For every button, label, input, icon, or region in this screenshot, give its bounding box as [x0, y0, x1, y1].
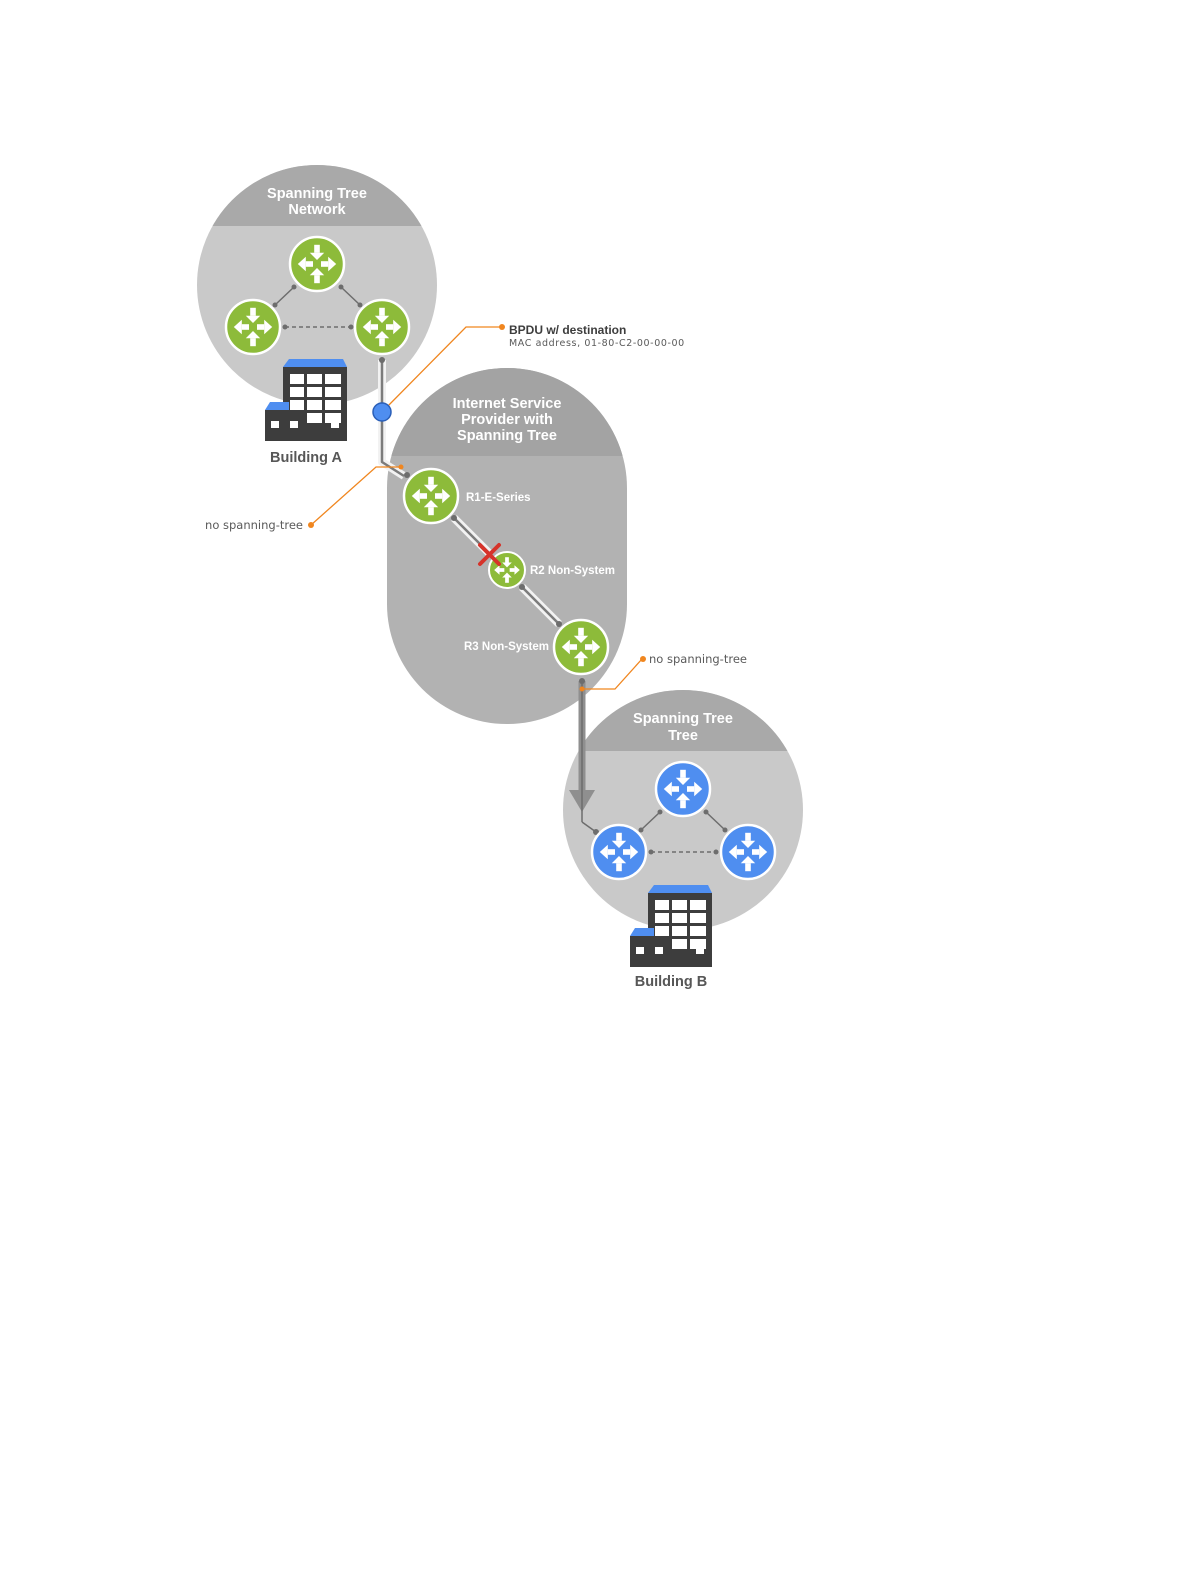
isp-title-line2: Provider with: [461, 412, 553, 428]
router-r1-label: R1-E-Series: [466, 492, 531, 504]
router-r3-label: R3 Non-System: [464, 641, 549, 653]
router-r2-label: R2 Non-System: [530, 565, 615, 577]
router-a-left: [226, 300, 280, 354]
zone-a-title-line2: Network: [288, 202, 346, 218]
no-stp-left-label: no spanning-tree: [205, 518, 303, 532]
isp-title-line3: Spanning Tree: [457, 428, 557, 444]
router-b-left: [592, 825, 646, 879]
zone-a-title-line1: Spanning Tree: [267, 186, 367, 202]
no-stp-right-label: no spanning-tree: [649, 652, 747, 666]
bpdu-callout-line1: BPDU w/ destination: [509, 323, 626, 337]
zone-b-title-line2: Tree: [668, 728, 698, 744]
building-a-label: Building A: [270, 450, 342, 466]
bpdu-callout-line2: MAC address, 01-80-C2-00-00-00: [509, 338, 685, 349]
building-b-label: Building B: [635, 974, 708, 990]
callout-anchor-no-stp-right: [580, 687, 585, 692]
bpdu-packet-icon: [373, 403, 391, 421]
router-b-right: [721, 825, 775, 879]
isp-title-line1: Internet Service: [453, 396, 562, 412]
router-a-top: [290, 237, 344, 291]
zone-isp: Internet Service Provider with Spanning …: [380, 360, 640, 724]
callout-anchor-no-stp-left: [399, 465, 404, 470]
zone-b-title-line1: Spanning Tree: [633, 711, 733, 727]
callout-dot-no-stp-left: [308, 522, 314, 528]
callout-dot-no-stp-right: [640, 656, 646, 662]
router-b-top: [656, 762, 710, 816]
router-a-right: [355, 300, 409, 354]
callout-dot-bpdu: [499, 324, 505, 330]
